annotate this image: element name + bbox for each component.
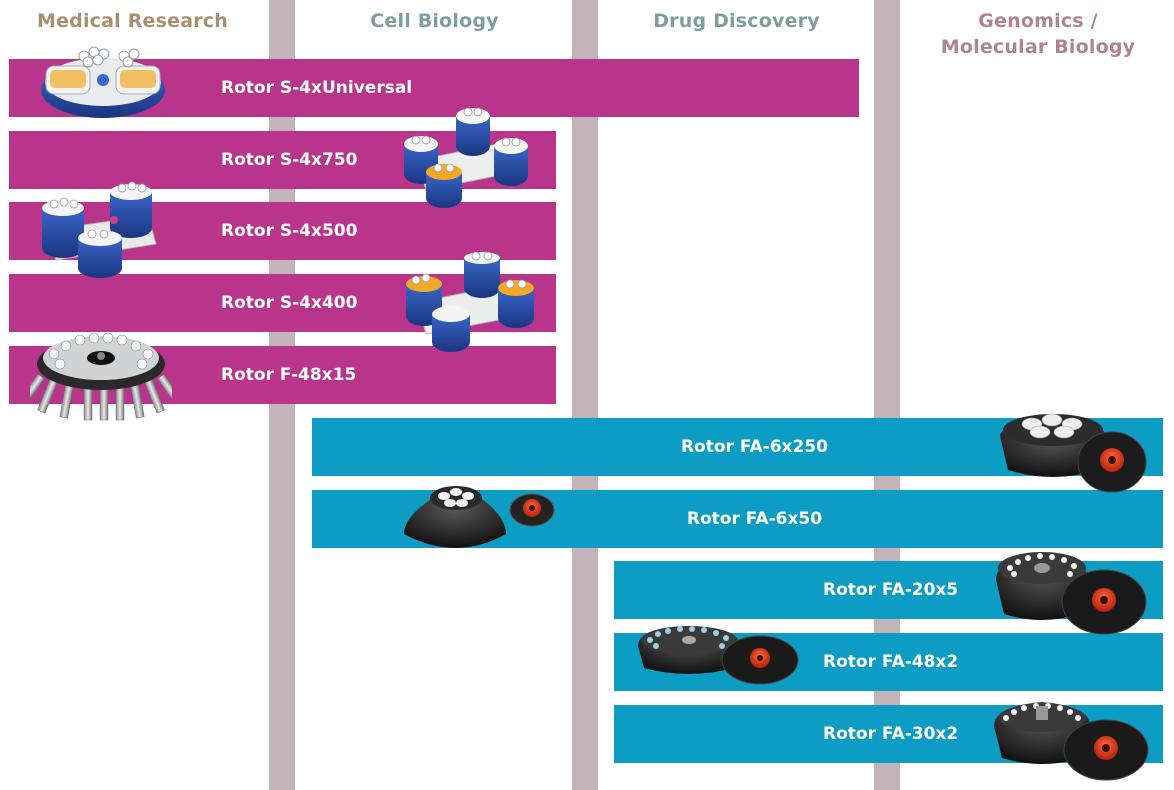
fixed-angle-rotor-icon (1000, 413, 1147, 493)
rotor-label: Rotor FA-6x50 (686, 509, 823, 529)
rotor-label: Rotor FA-30x2 (823, 724, 959, 744)
rotor-label: Rotor S-4x750 (221, 150, 358, 170)
rotor-label: Rotor FA-6x250 (680, 437, 829, 457)
fixed-angle-rotor-icon (994, 702, 1149, 781)
rotor-label: Rotor S-4x400 (221, 293, 358, 313)
column-heading-medical-research: Medical Research (36, 10, 228, 32)
swing-bucket-rotor-icon (404, 107, 528, 208)
column-heading-genomics-line2: Molecular Biology (940, 36, 1136, 58)
rotor-label: Rotor FA-48x2 (823, 652, 959, 672)
rotor-label: Rotor FA-20x5 (823, 580, 959, 600)
swing-bucket-rotor-icon (42, 181, 157, 278)
rotor-label: Rotor S-4xUniversal (221, 78, 413, 98)
fixed-angle-tube-rotor-icon (30, 332, 172, 421)
fixed-angle-rotor-icon (996, 552, 1147, 635)
column-heading-genomics-line1: Genomics / (978, 10, 1098, 32)
swing-bucket-rotor-icon (406, 252, 534, 352)
rotor-label: Rotor S-4x500 (221, 221, 358, 241)
column-heading-cell-biology: Cell Biology (370, 10, 499, 32)
column-heading-drug-discovery: Drug Discovery (653, 10, 820, 32)
fixed-angle-rotor-icon (638, 626, 799, 685)
fixed-angle-rotor-icon (404, 486, 555, 548)
column-heading-genomics: Genomics / Molecular Biology (902, 8, 1174, 60)
rotor-label: Rotor F-48x15 (221, 365, 357, 385)
swing-bucket-rotor-icon (41, 46, 165, 118)
column-divider-2 (572, 0, 598, 790)
